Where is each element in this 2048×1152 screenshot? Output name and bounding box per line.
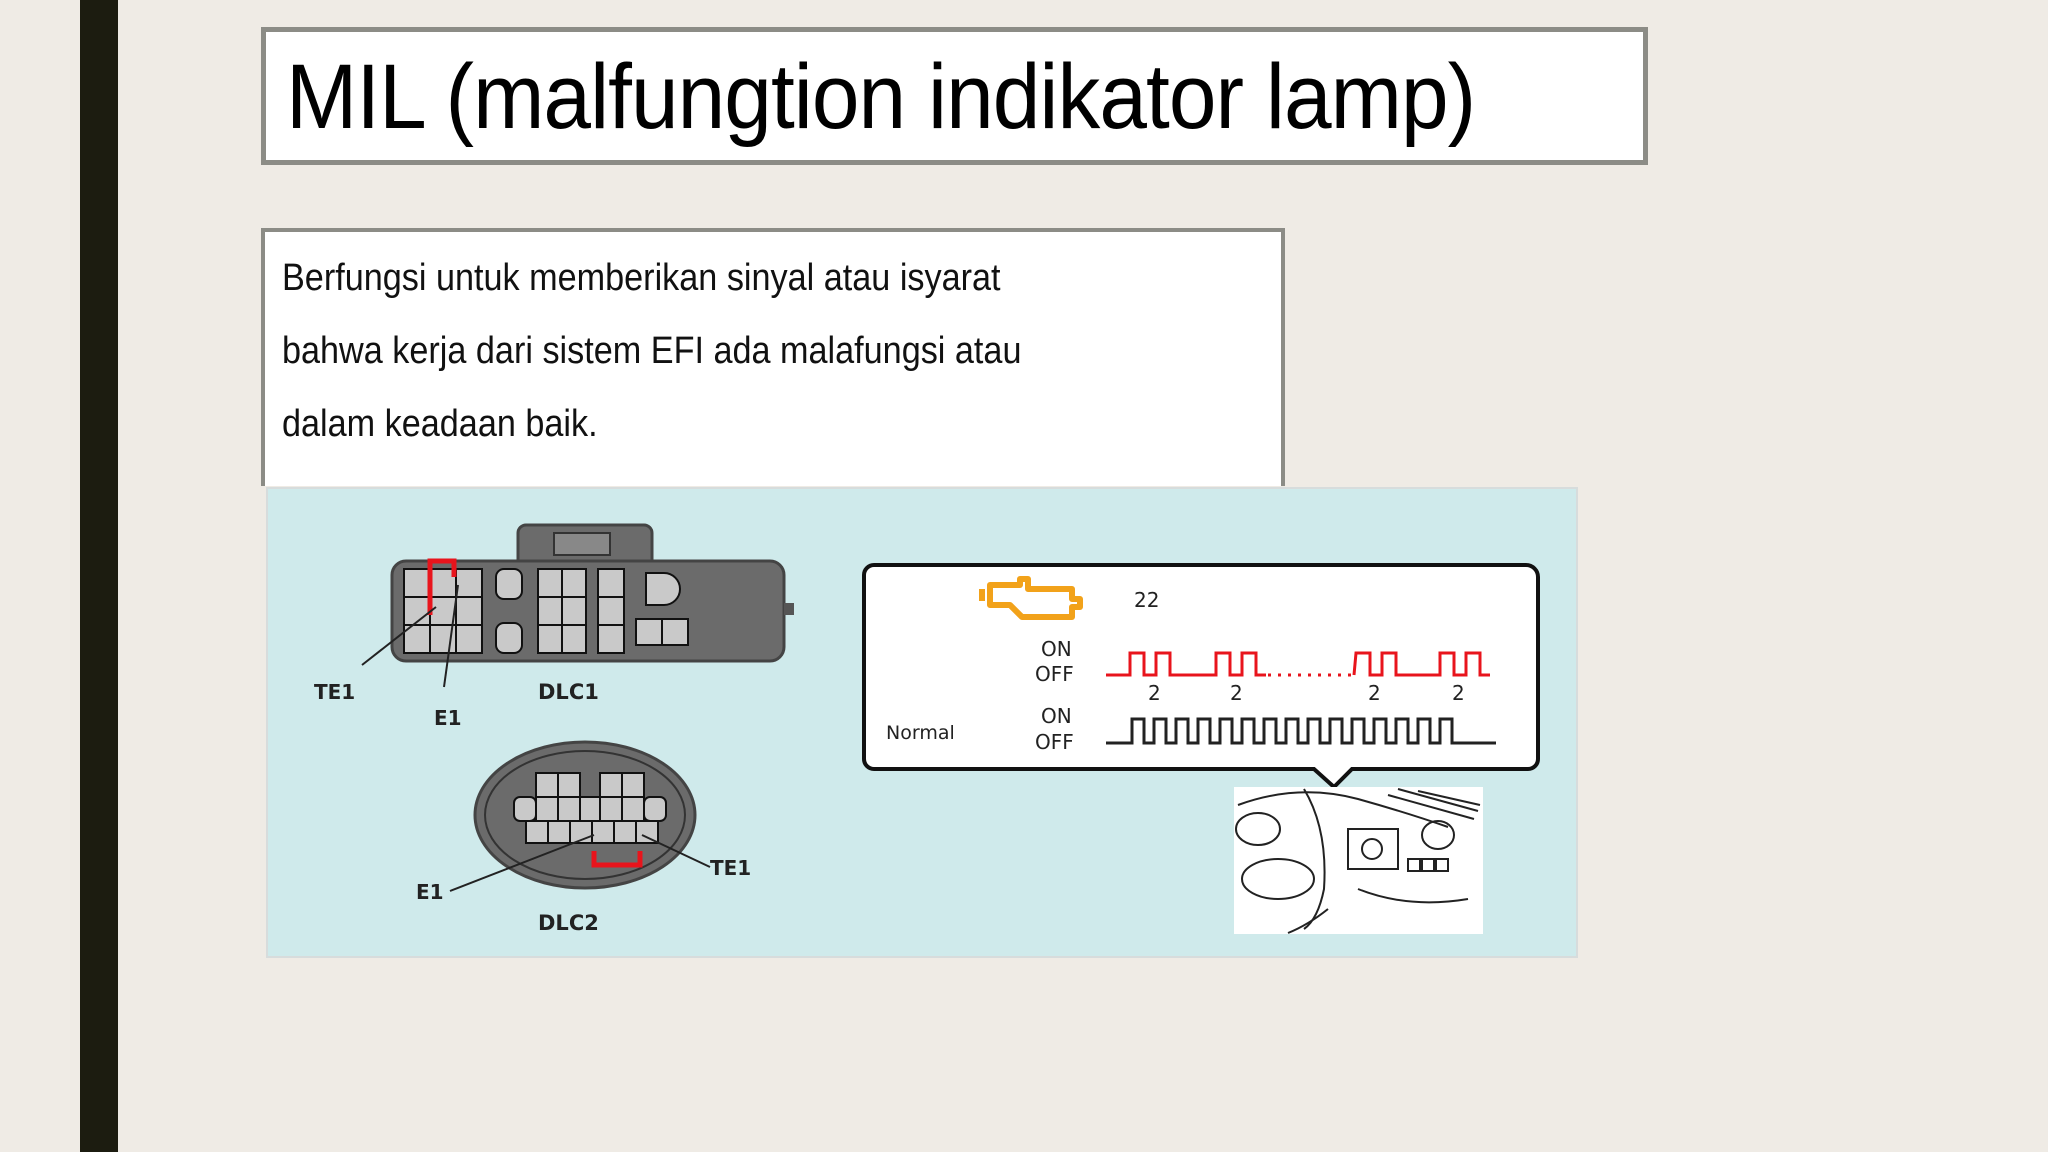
- slide-accent-bar: [80, 0, 118, 1152]
- check-engine-icon: [979, 576, 1083, 620]
- dlc2-connector-icon: E1 TE1 DLC2: [416, 740, 751, 935]
- dashboard-illustration: [1234, 787, 1483, 934]
- fault-on-label: ON: [1041, 637, 1072, 661]
- dlc1-e1-label: E1: [434, 706, 462, 730]
- dlc-diagram: TE1 E1 DLC1 E1 TE1 DLC2: [314, 523, 1540, 935]
- body-line: bahwa kerja dari sistem EFI ada malafung…: [282, 330, 1022, 372]
- mil-code-callout: 22 ON OFF 2 2 2 2 Normal ON OFF: [862, 563, 1540, 790]
- pulse-count: 2: [1368, 681, 1381, 705]
- dlc2-label: DLC2: [538, 911, 599, 935]
- dlc2-e1-label: E1: [416, 880, 444, 904]
- normal-on-label: ON: [1041, 704, 1072, 728]
- dlc2-te1-label: TE1: [710, 856, 751, 880]
- normal-waveform: [1106, 717, 1496, 745]
- normal-label: Normal: [886, 722, 955, 744]
- body-text-box: Berfungsi untuk memberikan sinyal atau i…: [261, 228, 1285, 486]
- title-box: MIL (malfungtion indikator lamp): [261, 27, 1648, 165]
- fault-code-waveform: [1106, 651, 1266, 677]
- pulse-count: 2: [1148, 681, 1161, 705]
- body-paragraph: Berfungsi untuk memberikan sinyal atau i…: [282, 242, 1272, 461]
- body-line: Berfungsi untuk memberikan sinyal atau i…: [282, 257, 1001, 299]
- dlc-diagram-panel: TE1 E1 DLC1 E1 TE1 DLC2: [266, 487, 1578, 958]
- dlc1-connector-icon: TE1 E1 DLC1: [314, 523, 794, 730]
- slide-title: MIL (malfungtion indikator lamp): [286, 46, 1476, 148]
- fault-off-label: OFF: [1035, 662, 1074, 686]
- normal-off-label: OFF: [1035, 730, 1074, 754]
- pulse-count: 2: [1230, 681, 1243, 705]
- diagnostic-code: 22: [1134, 588, 1159, 612]
- dlc1-label: DLC1: [538, 680, 599, 704]
- dlc1-te1-label: TE1: [314, 680, 355, 704]
- pulse-count: 2: [1452, 681, 1465, 705]
- body-line: dalam keadaan baik.: [282, 403, 598, 445]
